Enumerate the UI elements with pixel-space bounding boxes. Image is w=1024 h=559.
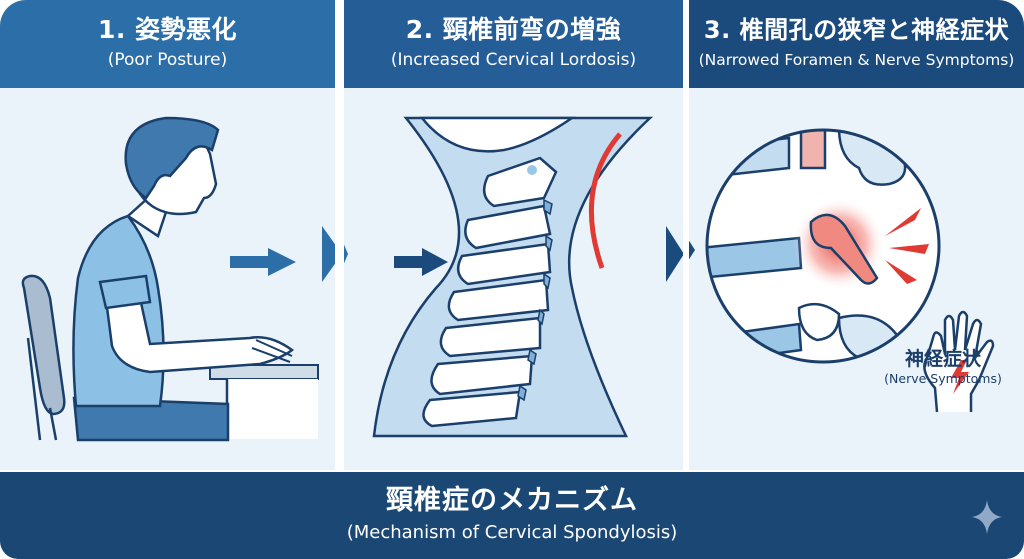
panel-subtitle: (Narrowed Foramen & Nerve Symptoms) (698, 51, 1015, 69)
nerve-symptoms-label: 神経症状 (Nerve Symptoms) (863, 348, 1023, 387)
cervical-spine-illustration (344, 88, 683, 470)
panel-header: 2. 頸椎前弯の増強 (Increased Cervical Lordosis) (344, 0, 683, 88)
posture-illustration (0, 88, 335, 470)
hand-icon (923, 310, 995, 413)
play-triangle-icon (666, 226, 683, 282)
panel-subtitle: (Poor Posture) (107, 50, 228, 70)
panel-title: 3. 椎間孔の狭窄と神経症状 (703, 16, 1010, 44)
arrow-right-icon (230, 248, 296, 276)
lightning-bolt-icon (951, 360, 969, 394)
panel-title: 2. 頸椎前弯の増強 (405, 15, 622, 44)
panel-narrowed-foramen: 3. 椎間孔の狭窄と神経症状 (Narrowed Foramen & Nerve… (689, 0, 1024, 470)
chair-icon (21, 274, 66, 441)
panel-poor-posture: 1. 姿勢悪化 (Poor Posture) (0, 0, 335, 470)
sparkle-icon (972, 500, 1002, 534)
vertebrae-icon (422, 156, 558, 428)
pain-burst-icon (885, 208, 929, 284)
panel-header: 1. 姿勢悪化 (Poor Posture) (0, 0, 335, 88)
banner-subtitle: (Mechanism of Cervical Spondylosis) (346, 522, 678, 543)
panel-header: 3. 椎間孔の狭窄と神経症状 (Narrowed Foramen & Nerve… (689, 0, 1024, 88)
panel-subtitle: (Increased Cervical Lordosis) (390, 50, 637, 70)
nerve-symptoms-subtitle: (Nerve Symptoms) (884, 371, 1002, 386)
nerve-symptoms-title: 神経症状 (904, 348, 981, 370)
magnified-foramen-icon (705, 128, 941, 364)
banner-title: 頸椎症のメカニズム (386, 485, 638, 516)
person-slouching-icon (72, 116, 295, 442)
lordosis-curve-indicator (588, 132, 622, 269)
foramen-closeup-illustration (689, 88, 1024, 470)
mechanism-banner: 頸椎症のメカニズム (Mechanism of Cervical Spondyl… (0, 472, 1024, 559)
panel-cervical-lordosis: 2. 頸椎前弯の増強 (Increased Cervical Lordosis) (344, 0, 683, 470)
panel-title: 1. 姿勢悪化 (97, 15, 238, 44)
arrow-right-icon (394, 248, 448, 276)
play-triangle-icon (322, 226, 335, 282)
desk-icon (209, 364, 319, 440)
